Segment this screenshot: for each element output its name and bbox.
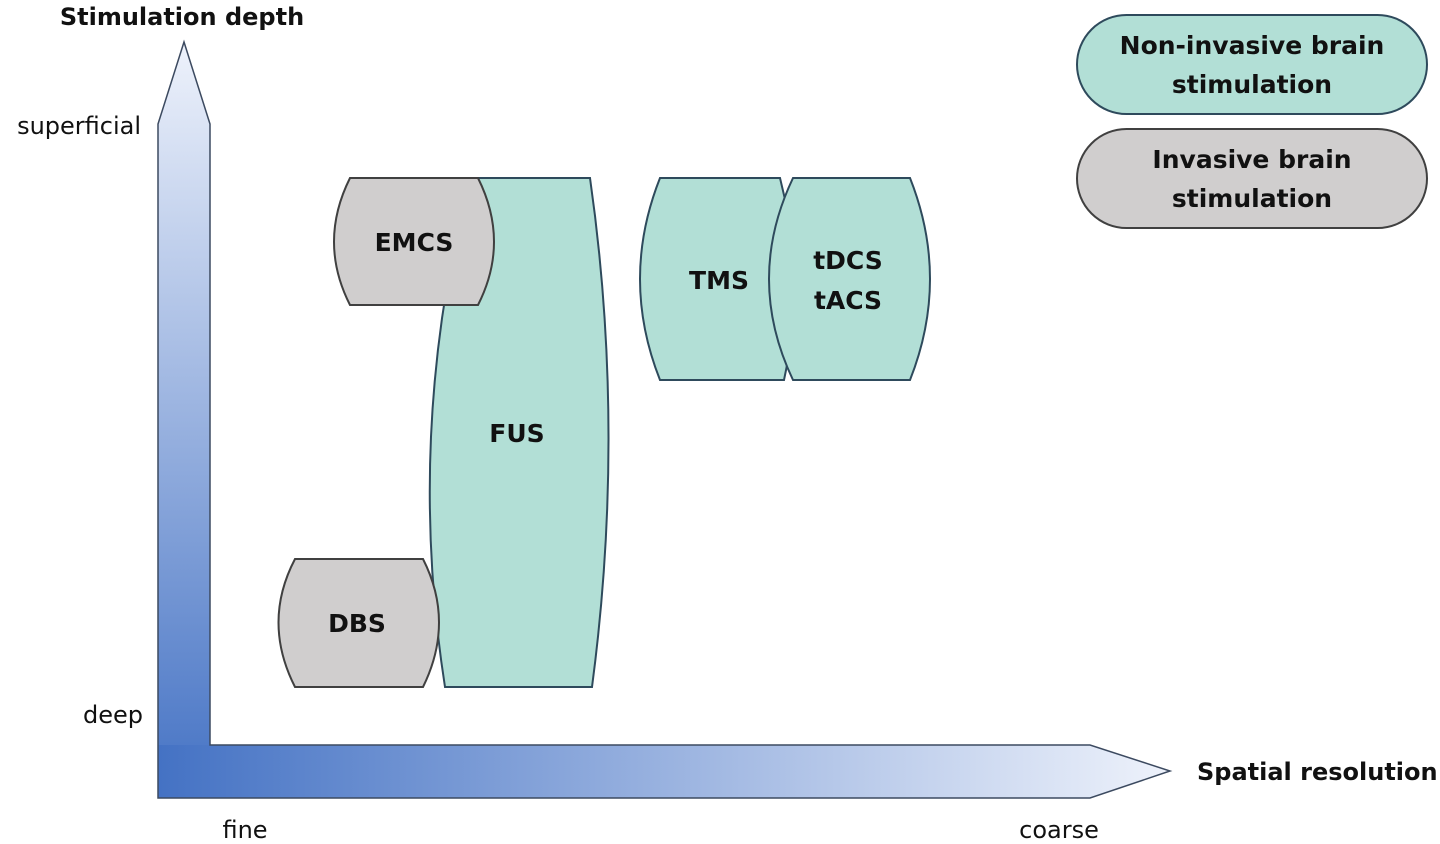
tacs-label: tACS [814, 286, 882, 315]
legend-invasive-line1: Invasive brain [1152, 145, 1351, 174]
axis-outline [157, 39, 1173, 799]
y-axis-top-label: superficial [17, 112, 141, 140]
emcs-label: EMCS [375, 228, 454, 257]
x-axis-arrow [158, 745, 1170, 798]
technique-dbs: DBS [277, 558, 440, 688]
dbs-shape [277, 558, 440, 688]
x-axis-left-label: fine [222, 816, 267, 844]
x-axis-right-label: coarse [1019, 816, 1099, 844]
legend-swatch-invasive [1076, 128, 1428, 229]
y-axis-arrow [158, 42, 210, 798]
technique-tms: TMS [639, 177, 796, 381]
legend-non-invasive-line2: stimulation [1172, 70, 1332, 99]
axis-arrows [157, 39, 1173, 799]
legend-invasive-line2: stimulation [1172, 184, 1332, 213]
tdcs-label: tDCS [813, 246, 883, 275]
x-axis-title: Spatial resolution [1197, 758, 1438, 786]
y-axis-bottom-label: deep [83, 701, 143, 729]
technique-emcs: EMCS [333, 177, 495, 306]
legend-non-invasive-line1: Non-invasive brain [1120, 31, 1385, 60]
emcs-shape [333, 177, 495, 306]
tms-label: TMS [689, 266, 749, 295]
fus-label: FUS [489, 419, 544, 448]
tdcs-shape [768, 177, 931, 381]
y-axis-title: Stimulation depth [60, 3, 304, 31]
legend-item-non-invasive: Non-invasive brain stimulation [1076, 14, 1428, 115]
legend-item-invasive: Invasive brain stimulation [1076, 128, 1428, 229]
legend: Non-invasive brain stimulation Invasive … [1076, 14, 1428, 229]
dbs-label: DBS [328, 609, 386, 638]
technique-tdcs-tacs: tDCS tACS [768, 177, 931, 381]
legend-swatch-non-invasive [1076, 14, 1428, 115]
